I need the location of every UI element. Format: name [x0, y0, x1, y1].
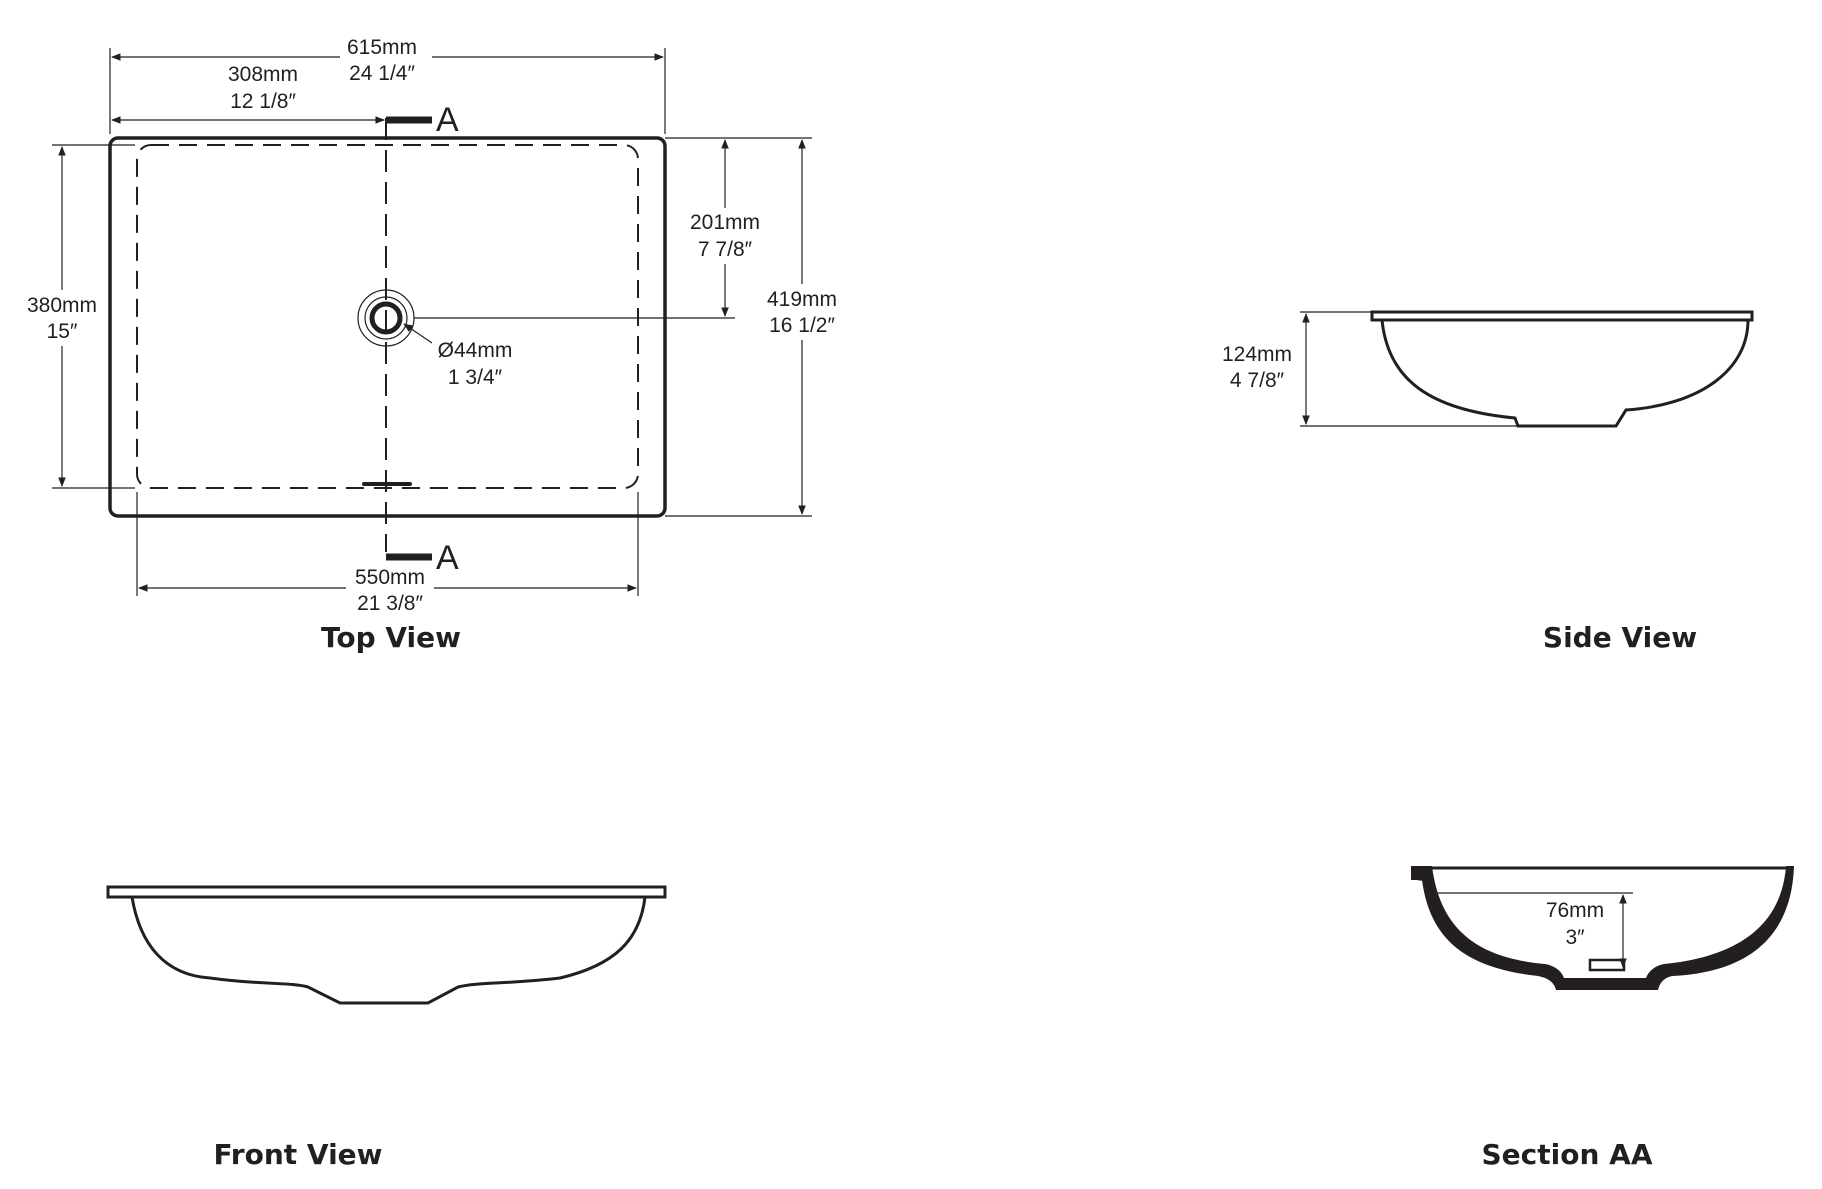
- top-view-title: Top View: [321, 621, 461, 654]
- inner-width-in: 21 3/8″: [357, 592, 423, 615]
- section-marker-top-label: A: [436, 101, 459, 139]
- overall-depth-mm: 419mm: [767, 288, 837, 311]
- top-view: A A 615mm 24 1/4″ 308mm 12 1/8″ 380mm 15…: [22, 36, 844, 654]
- front-view-title: Front View: [213, 1138, 382, 1171]
- drain-diameter-mm: Ø44mm: [438, 339, 513, 362]
- sink-outline-side: [1370, 310, 1754, 428]
- drain-offset-in: 7 7/8″: [698, 238, 753, 261]
- front-view: Front View: [106, 885, 667, 1171]
- section-view-title: Section AA: [1482, 1138, 1653, 1171]
- overflow-slot: [362, 482, 412, 486]
- drain-offset-mm: 201mm: [690, 211, 760, 234]
- side-view-title: Side View: [1543, 621, 1697, 654]
- side-view: 124mm 4 7/8″ Side View: [1222, 310, 1754, 654]
- inner-depth-mm: 380mm: [27, 294, 97, 317]
- drain-diameter-leader: [403, 323, 433, 344]
- section-wall-thickness: [1411, 866, 1794, 990]
- section-depth-mm: 76mm: [1546, 899, 1604, 922]
- half-width-in: 12 1/8″: [230, 90, 296, 113]
- bowl-hidden-edge: [136, 144, 639, 489]
- drain-diameter-in: 1 3/4″: [448, 366, 503, 389]
- sink-outline-top: [108, 136, 667, 518]
- overall-width-mm: 615mm: [347, 36, 417, 59]
- half-width-mm: 308mm: [228, 63, 298, 86]
- side-height-in: 4 7/8″: [1230, 369, 1285, 392]
- section-marker-bottom-label: A: [436, 539, 459, 577]
- overall-depth-in: 16 1/2″: [769, 314, 835, 337]
- inner-depth-in: 15″: [47, 320, 78, 343]
- side-height-mm: 124mm: [1222, 343, 1292, 366]
- section-depth-in: 3″: [1565, 926, 1585, 949]
- overall-width-in: 24 1/4″: [349, 62, 415, 85]
- inner-width-mm: 550mm: [355, 566, 425, 589]
- sink-outline-front: [106, 885, 667, 1005]
- section-view: 76mm 3″ Section AA: [1411, 866, 1794, 1171]
